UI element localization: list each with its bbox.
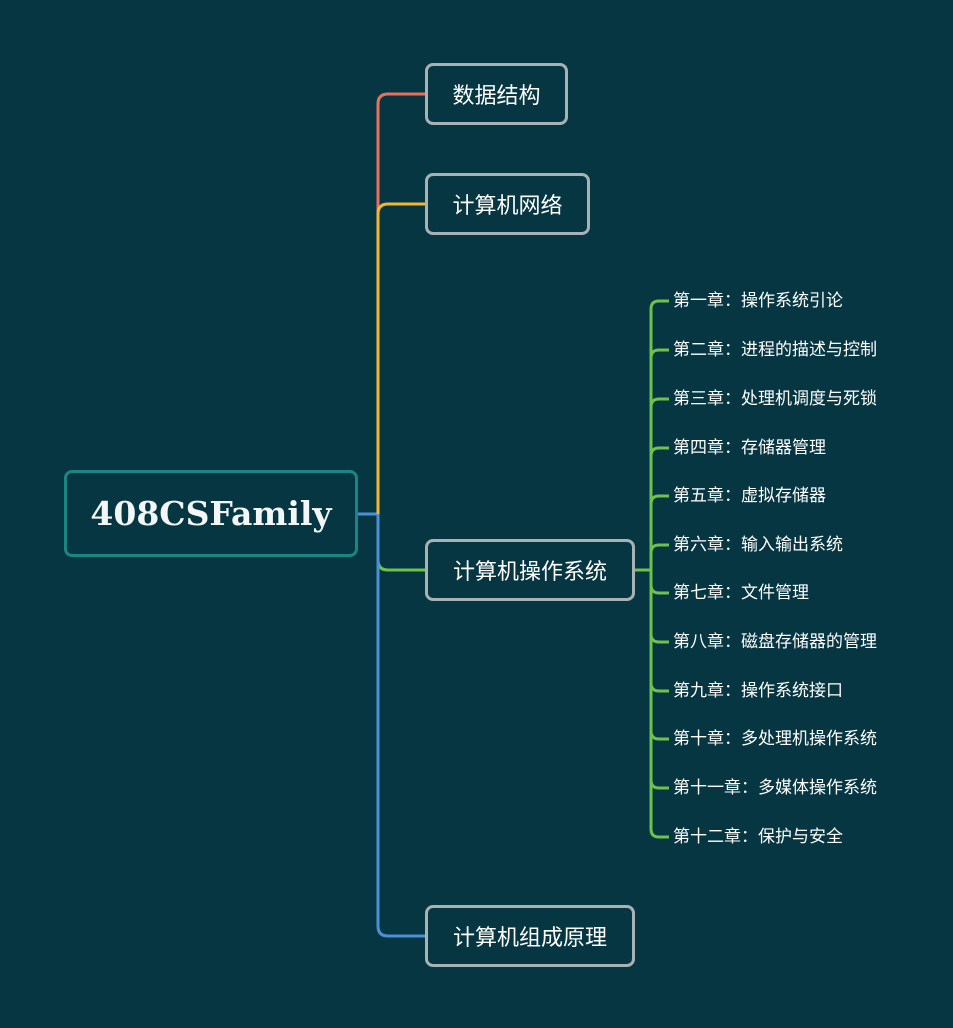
chapter-edge [649,446,669,570]
chapter-edge [649,570,669,693]
chapter-edge [649,397,669,570]
edge-computer-organization [376,514,426,938]
root-label: 408CSFamily [90,494,332,533]
chapter-item[interactable]: 第十二章：保护与安全 [673,827,843,847]
topic-label: 计算机组成原理 [452,926,607,951]
chapter-edge [649,543,669,570]
topic-label: 数据结构 [452,84,541,109]
chapter-edges [635,299,669,839]
topic-label: 计算机网络 [452,194,563,219]
topic-computer-networks[interactable]: 计算机网络 [425,173,590,235]
chapter-item[interactable]: 第三章：处理机调度与死锁 [673,389,877,409]
chapter-item[interactable]: 第一章：操作系统引论 [673,291,843,311]
chapter-edge [649,570,669,595]
chapter-edge [649,570,669,839]
chapter-edge [649,570,669,644]
chapter-item[interactable]: 第八章：磁盘存储器的管理 [673,632,877,652]
chapter-edge [649,348,669,570]
edge-operating-systems [376,514,426,572]
chapter-item[interactable]: 第九章：操作系统接口 [673,681,843,701]
topic-operating-systems[interactable]: 计算机操作系统 [425,539,635,601]
chapter-edge [649,299,669,570]
chapter-item[interactable]: 第五章：虚拟存储器 [673,486,826,506]
chapter-edge [649,570,669,741]
chapter-item[interactable]: 第十章：多处理机操作系统 [673,729,877,749]
root-node[interactable]: 408CSFamily [64,470,358,557]
chapter-item[interactable]: 第六章：输入输出系统 [673,535,843,555]
topic-computer-organization[interactable]: 计算机组成原理 [425,905,635,967]
chapter-edge [649,494,669,570]
topic-label: 计算机操作系统 [452,560,607,585]
edge-data-structures [376,92,426,514]
chapter-edge [649,570,669,790]
chapter-item[interactable]: 第七章：文件管理 [673,583,809,603]
chapter-item[interactable]: 第四章：存储器管理 [673,438,826,458]
chapter-item[interactable]: 第二章：进程的描述与控制 [673,340,877,360]
topic-data-structures[interactable]: 数据结构 [425,63,568,125]
chapter-item[interactable]: 第十一章：多媒体操作系统 [673,778,877,798]
edge-computer-networks [376,202,426,514]
